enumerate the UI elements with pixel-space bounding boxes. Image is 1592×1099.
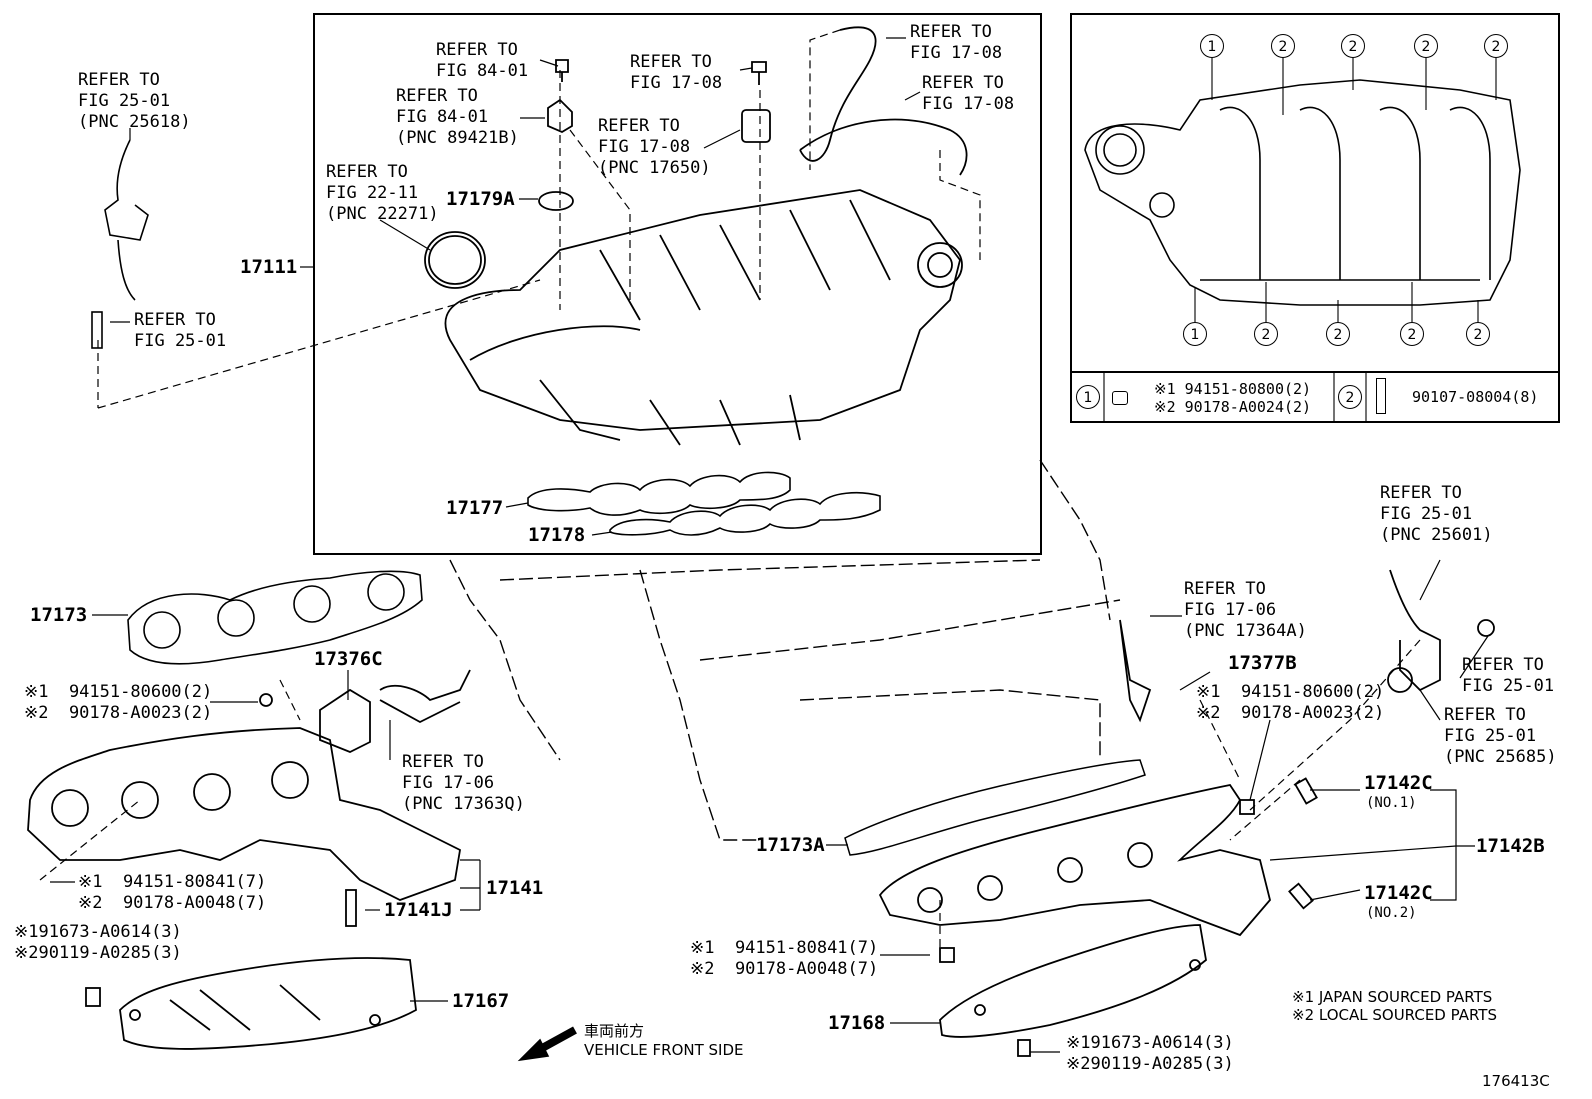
ref-fig-17-08-a: REFER TO FIG 17-08 (630, 52, 723, 93)
part-17376c: 17376C (314, 648, 383, 670)
ref-fig-25-01-pnc-25618: REFER TO FIG 25-01 (PNC 25618) (78, 70, 191, 132)
inset-callout-2-top-a: 2 (1271, 34, 1295, 58)
fastener-nut-left-lower: ※1 94151-80841(7) ※2 90178-A0048(7) (78, 872, 267, 913)
inset-key-2-parts: 90107-08004(8) (1412, 388, 1539, 406)
front-label-jp: 車両前方 (584, 1022, 645, 1040)
inset-callout-2-bottom-d: 2 (1466, 322, 1490, 346)
part-17142c-no1-sub: (NO.1) (1366, 795, 1417, 811)
part-17178: 17178 (528, 524, 586, 546)
ref-fig-25-01-right: REFER TO FIG 25-01 (1462, 655, 1555, 696)
part-17167: 17167 (452, 990, 510, 1012)
part-17173: 17173 (30, 604, 88, 626)
ref-fig-22-11-pnc-22271: REFER TO FIG 22-11 (PNC 22271) (326, 162, 439, 224)
inset-callout-2-top-b: 2 (1341, 34, 1365, 58)
fastener-bolt-left: ※191673-A0614(3) ※290119-A0285(3) (14, 922, 182, 963)
ref-fig-17-08-c: REFER TO FIG 17-08 (922, 73, 1015, 114)
inset-callout-2-top-d: 2 (1484, 34, 1508, 58)
bolt-icon (1376, 378, 1386, 414)
part-17111: 17111 (240, 256, 298, 278)
inset-callout-2-top-c: 2 (1414, 34, 1438, 58)
inset-key-1: 1 (1076, 385, 1100, 409)
fastener-nut-left-upper: ※1 94151-80600(2) ※2 90178-A0023(2) (24, 682, 213, 723)
nut-icon (1112, 391, 1128, 405)
inset-callout-2-bottom-c: 2 (1400, 322, 1424, 346)
inset-callout-1-top: 1 (1200, 34, 1224, 58)
part-17142c-no1: 17142C (1364, 772, 1433, 794)
fastener-nut-right-upper: ※1 94151-80600(2) ※2 90178-A0023(2) (1196, 682, 1385, 723)
fastener-nut-right-lower: ※1 94151-80841(7) ※2 90178-A0048(7) (690, 938, 879, 979)
part-17141j: 17141J (384, 899, 453, 921)
inset-key-2: 2 (1338, 385, 1362, 409)
ref-fig-25-01-left: REFER TO FIG 25-01 (134, 310, 227, 351)
ref-fig-17-08-pnc-17650: REFER TO FIG 17-08 (PNC 17650) (598, 116, 711, 178)
part-17168: 17168 (828, 1012, 886, 1034)
ref-fig-25-01-pnc-25685: REFER TO FIG 25-01 (PNC 25685) (1444, 705, 1557, 767)
ref-fig-17-06-pnc-17363q: REFER TO FIG 17-06 (PNC 17363Q) (402, 752, 525, 814)
part-17142c-no2: 17142C (1364, 882, 1433, 904)
ref-fig-25-01-pnc-25601: REFER TO FIG 25-01 (PNC 25601) (1380, 483, 1493, 545)
part-17177: 17177 (446, 497, 504, 519)
fastener-bolt-right: ※191673-A0614(3) ※290119-A0285(3) (1066, 1033, 1234, 1074)
ref-fig-84-01-pnc-89421b: REFER TO FIG 84-01 (PNC 89421B) (396, 86, 519, 148)
inset-callout-1-bottom: 1 (1183, 322, 1207, 346)
part-17142c-no2-sub: (NO.2) (1366, 905, 1417, 921)
part-17179a: 17179A (446, 188, 515, 210)
part-17142b: 17142B (1476, 835, 1545, 857)
inset-callout-2-bottom-b: 2 (1326, 322, 1350, 346)
part-17377b: 17377B (1228, 652, 1297, 674)
inset-callout-2-bottom-a: 2 (1254, 322, 1278, 346)
front-label-en: VEHICLE FRONT SIDE (584, 1041, 744, 1059)
diagram-id: 176413C (1482, 1072, 1550, 1090)
ref-fig-17-08-b: REFER TO FIG 17-08 (910, 22, 1003, 63)
ref-fig-84-01: REFER TO FIG 84-01 (436, 40, 529, 81)
note-japan-sourced: ※1 JAPAN SOURCED PARTS (1292, 988, 1493, 1006)
note-local-sourced: ※2 LOCAL SOURCED PARTS (1292, 1006, 1497, 1024)
ref-fig-17-06-pnc-17364a: REFER TO FIG 17-06 (PNC 17364A) (1184, 579, 1307, 641)
inset-key-1-parts: ※1 94151-80800(2) ※2 90178-A0024(2) (1154, 380, 1312, 416)
part-17141: 17141 (486, 877, 544, 899)
part-17173a: 17173A (756, 834, 825, 856)
